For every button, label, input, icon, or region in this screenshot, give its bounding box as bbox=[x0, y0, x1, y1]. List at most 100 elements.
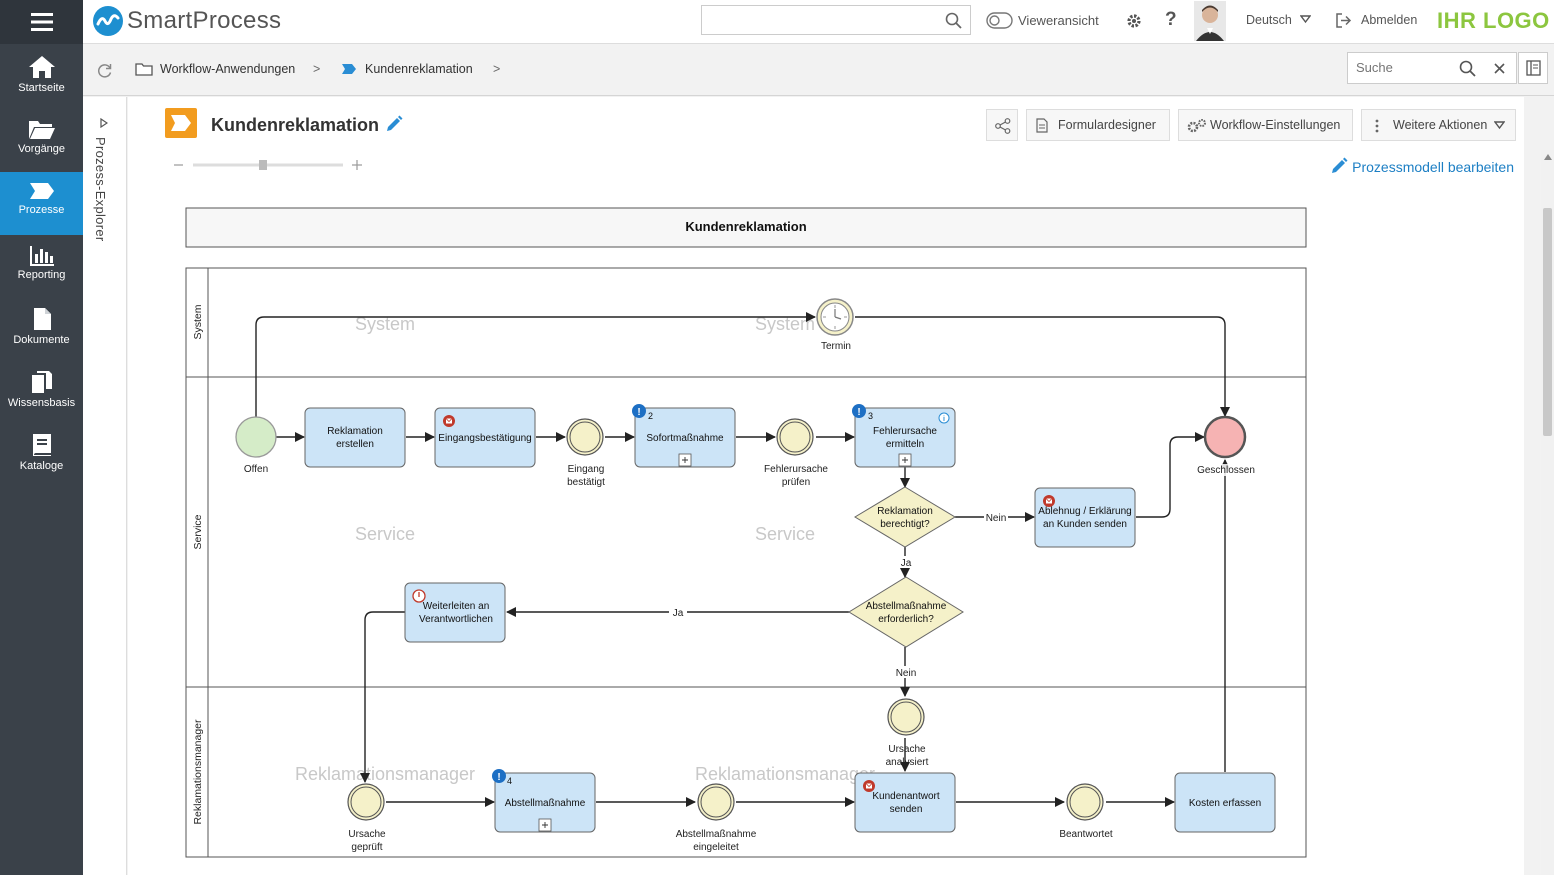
formdesigner-button[interactable]: Formulardesigner bbox=[1026, 109, 1170, 141]
scroll-up-arrow-icon[interactable] bbox=[1544, 154, 1552, 160]
info-badge-icon bbox=[632, 404, 646, 418]
zoom-slider[interactable] bbox=[173, 157, 368, 173]
process-search-field[interactable] bbox=[1356, 60, 1456, 75]
edit-process-model-label: Prozessmodell bearbeiten bbox=[1352, 159, 1514, 175]
info-icon[interactable] bbox=[938, 412, 950, 424]
svg-text:!: ! bbox=[497, 772, 500, 783]
event-label: Termin bbox=[821, 341, 851, 352]
task-number: 2 bbox=[648, 411, 653, 421]
scrollbar-thumb[interactable] bbox=[1543, 208, 1552, 436]
event-label: Abstellmaßnahme bbox=[676, 829, 757, 840]
end-event-geschlossen[interactable] bbox=[1203, 415, 1247, 459]
info-badge-icon bbox=[852, 404, 866, 418]
task-eingangsbestaetigung[interactable]: Eingangsbestätigung bbox=[434, 407, 536, 468]
sidebar-item-reporting[interactable]: Reporting bbox=[0, 235, 83, 298]
flow[interactable] bbox=[255, 312, 816, 418]
process-explorer-label: Prozess-Explorer bbox=[93, 137, 108, 242]
flow-label: Nein bbox=[986, 513, 1007, 524]
event-label: bestätigt bbox=[567, 477, 605, 488]
sidebar-item-kataloge[interactable]: Kataloge bbox=[0, 424, 83, 487]
search-icon[interactable] bbox=[1459, 60, 1476, 77]
subprocess-sofortmassnahme[interactable]: ! 2 Sofortmaßnahme bbox=[632, 404, 736, 468]
subprocess-fehlerursache-ermitteln[interactable]: ! 3 i Fehlerursache ermitteln bbox=[852, 404, 956, 468]
start-event-offen[interactable] bbox=[235, 416, 277, 458]
process-search-input[interactable] bbox=[1347, 52, 1517, 84]
timer-event-termin[interactable] bbox=[816, 298, 854, 336]
panel-toggle-button[interactable] bbox=[1518, 52, 1548, 84]
gateway-abstellmassnahme-erforderlich[interactable]: Abstellmaßnahme erforderlich? bbox=[848, 576, 964, 648]
logout-icon[interactable] bbox=[1336, 13, 1352, 28]
task-weiterleiten[interactable]: Weiterleiten an Verantwortlichen bbox=[404, 582, 506, 643]
workflow-settings-button[interactable]: Workflow-Einstellungen bbox=[1178, 109, 1353, 141]
chevron-down-icon[interactable] bbox=[1300, 15, 1311, 24]
task-ablehnung-senden[interactable]: Ablehnug / Erklärung an Kunden senden bbox=[1034, 487, 1136, 548]
sidebar-item-prozesse[interactable]: Prozesse bbox=[0, 172, 83, 235]
task-label: an Kunden senden bbox=[1043, 519, 1127, 530]
more-actions-button[interactable]: Weitere Aktionen bbox=[1361, 109, 1516, 141]
event-label: Ursache bbox=[348, 829, 386, 840]
lane-label-reklamationsmanager: Reklamationsmanager bbox=[192, 719, 204, 825]
sidebar-item-vorgaenge[interactable]: Vorgänge bbox=[0, 109, 83, 172]
zoom-slider-handle[interactable] bbox=[259, 160, 267, 170]
lane-watermark: Service bbox=[355, 524, 415, 544]
vertical-scrollbar[interactable] bbox=[1541, 150, 1554, 875]
task-label: senden bbox=[890, 804, 923, 815]
flow[interactable] bbox=[1136, 432, 1205, 518]
task-label: ermitteln bbox=[886, 439, 924, 450]
sidebar-item-dokumente[interactable]: Dokumente bbox=[0, 298, 83, 361]
process-explorer-panel[interactable]: Prozess-Explorer bbox=[83, 97, 127, 875]
gateway-reklamation-berechtigt[interactable]: Reklamation berechtigt? bbox=[854, 486, 956, 548]
task-reklamation-erstellen[interactable]: Reklamation erstellen bbox=[304, 407, 406, 468]
intermediate-event-abstellmassnahme-eingeleitet[interactable] bbox=[697, 783, 735, 821]
gateway-label: berechtigt? bbox=[880, 519, 930, 530]
book-icon bbox=[32, 434, 51, 456]
breadcrumb-item-kundenreklamation[interactable]: Kundenreklamation bbox=[365, 62, 473, 76]
help-icon[interactable]: ? bbox=[1165, 9, 1177, 30]
breadcrumb-item-workflow-anwendungen[interactable]: Workflow-Anwendungen bbox=[160, 62, 296, 76]
viewer-toggle-switch[interactable] bbox=[986, 12, 1013, 29]
share-icon bbox=[995, 118, 1011, 134]
menu-button[interactable] bbox=[0, 0, 83, 44]
event-label: eingeleitet bbox=[693, 842, 739, 853]
home-icon bbox=[28, 56, 55, 78]
intermediate-event-ursache-analysiert[interactable] bbox=[887, 698, 925, 736]
task-kosten-erfassen[interactable]: Kosten erfassen bbox=[1174, 772, 1276, 833]
avatar[interactable] bbox=[1194, 1, 1226, 41]
sidebar-label: Dokumente bbox=[13, 334, 70, 346]
event-label: Offen bbox=[244, 464, 268, 475]
close-icon[interactable] bbox=[1494, 63, 1505, 74]
breadcrumb-bar: Workflow-Anwendungen > Kundenreklamation… bbox=[83, 45, 1554, 96]
process-chevron-icon bbox=[342, 64, 356, 74]
refresh-icon[interactable] bbox=[96, 62, 113, 79]
main-content: Kundenreklamation Formulardesigner Workf… bbox=[128, 97, 1524, 875]
language-select[interactable]: Deutsch bbox=[1246, 13, 1292, 27]
intermediate-event-beantwortet[interactable] bbox=[1066, 783, 1104, 821]
form-document-icon bbox=[1036, 118, 1048, 133]
event-label: Fehlerursache bbox=[764, 464, 828, 475]
intermediate-event-fehlerursache-pruefen[interactable] bbox=[776, 418, 814, 456]
expand-arrow-icon[interactable] bbox=[100, 118, 108, 128]
folder-icon bbox=[135, 63, 153, 76]
logout-button[interactable]: Abmelden bbox=[1361, 13, 1418, 27]
sidebar-item-wissensbasis[interactable]: Wissensbasis bbox=[0, 361, 83, 424]
sidebar-label: Startseite bbox=[18, 82, 65, 94]
share-button[interactable] bbox=[986, 109, 1018, 141]
intermediate-event-eingang-bestaetigt[interactable] bbox=[566, 418, 604, 456]
chevron-down-icon bbox=[1494, 121, 1505, 130]
lane-label-system: System bbox=[192, 304, 204, 339]
edit-process-model-link[interactable]: Prozessmodell bearbeiten bbox=[1330, 157, 1514, 175]
sidebar-item-startseite[interactable]: Startseite bbox=[0, 46, 83, 109]
flow[interactable] bbox=[855, 316, 1230, 417]
flow[interactable] bbox=[360, 611, 405, 783]
task-kundenantwort-senden[interactable]: Kundenantwort senden bbox=[854, 772, 956, 833]
pencil-icon[interactable] bbox=[385, 115, 403, 133]
svg-text:!: ! bbox=[637, 407, 640, 418]
flow-label: Nein bbox=[896, 668, 917, 679]
gear-icon[interactable] bbox=[1125, 12, 1143, 30]
task-label: Eingangsbestätigung bbox=[438, 433, 531, 444]
search-icon[interactable] bbox=[945, 12, 962, 29]
bpmn-diagram[interactable]: Kundenreklamation System Service Reklama… bbox=[128, 97, 1524, 875]
subprocess-abstellmassnahme[interactable]: ! 4 Abstellmaßnahme bbox=[492, 769, 596, 833]
intermediate-event-ursache-geprueft[interactable] bbox=[347, 783, 385, 821]
global-search-input[interactable] bbox=[701, 5, 971, 35]
